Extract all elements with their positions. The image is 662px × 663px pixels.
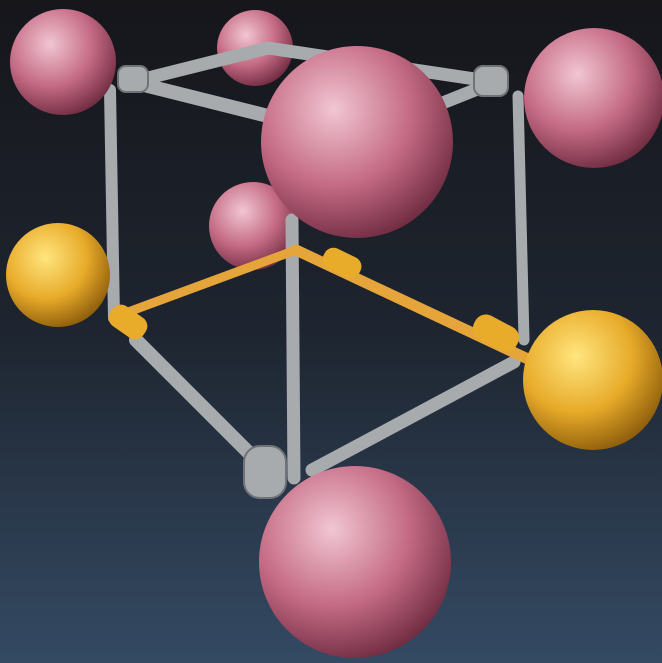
connector-bottom-center	[244, 446, 286, 498]
connector-top-left	[118, 66, 148, 92]
rod-left-vertical	[110, 90, 114, 318]
rod-center-vertical	[292, 220, 294, 478]
pink-sphere-top-left	[10, 9, 116, 115]
pink-sphere-bottom-center	[259, 466, 451, 658]
rod-right-vertical	[518, 96, 524, 340]
pink-sphere-top-right	[524, 28, 662, 168]
pink-sphere-top-center	[261, 46, 453, 238]
gold-sphere-right	[523, 310, 662, 450]
connector-top-right	[474, 66, 508, 96]
gold-sphere-left	[6, 223, 110, 327]
